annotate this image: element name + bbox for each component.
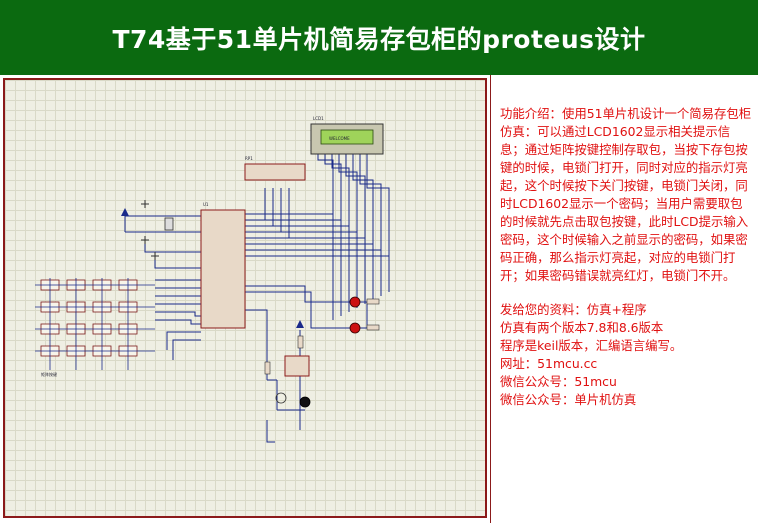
lcd-module: WELCOME LCD1 xyxy=(310,116,384,155)
page-title: T74基于51单片机简易存包柜的proteus设计 xyxy=(112,24,646,54)
description-line-6: 微信公众号：单片机仿真 xyxy=(500,392,637,407)
matrix-keypad xyxy=(40,279,138,357)
circuit-diagram: WELCOME LCD1 RP1 U1 xyxy=(35,116,390,443)
lock-lamp xyxy=(299,396,311,408)
schematic-canvas[interactable]: WELCOME LCD1 RP1 U1 xyxy=(3,78,487,518)
description-line-5: 微信公众号：51mcu xyxy=(500,374,617,389)
description-line-2: 仿真有两个版本7.8和8.6版本 xyxy=(500,320,664,335)
lcd-label: LCD1 xyxy=(313,116,324,121)
lcd-screen-text: WELCOME xyxy=(329,136,350,141)
mcu-chip: U1 xyxy=(200,202,246,329)
description-intro: 功能介绍：使用51单片机设计一个简易存包柜仿真：可以通过LCD1602显示相关提… xyxy=(500,106,752,283)
indicator-leds xyxy=(349,296,380,334)
content-area: WELCOME LCD1 RP1 U1 xyxy=(0,75,758,523)
relay xyxy=(284,355,310,377)
title-banner: T74基于51单片机简易存包柜的proteus设计 xyxy=(0,0,758,75)
transistor xyxy=(275,392,287,404)
description-line-4: 网址：51mcu.cc xyxy=(500,356,598,371)
description-line-1: 发给您的资料：仿真+程序 xyxy=(500,302,647,317)
keypad-caption: 矩阵按键 xyxy=(41,371,57,377)
description-line-3: 程序是keil版本，汇编语言编写。 xyxy=(500,338,683,353)
rp-label: RP1 xyxy=(245,156,253,161)
divider-line xyxy=(490,75,491,523)
description-panel: 功能介绍：使用51单片机设计一个简易存包柜仿真：可以通过LCD1602显示相关提… xyxy=(500,105,754,409)
resistor-pack: RP1 xyxy=(244,156,306,181)
mcu-label: U1 xyxy=(203,202,209,207)
